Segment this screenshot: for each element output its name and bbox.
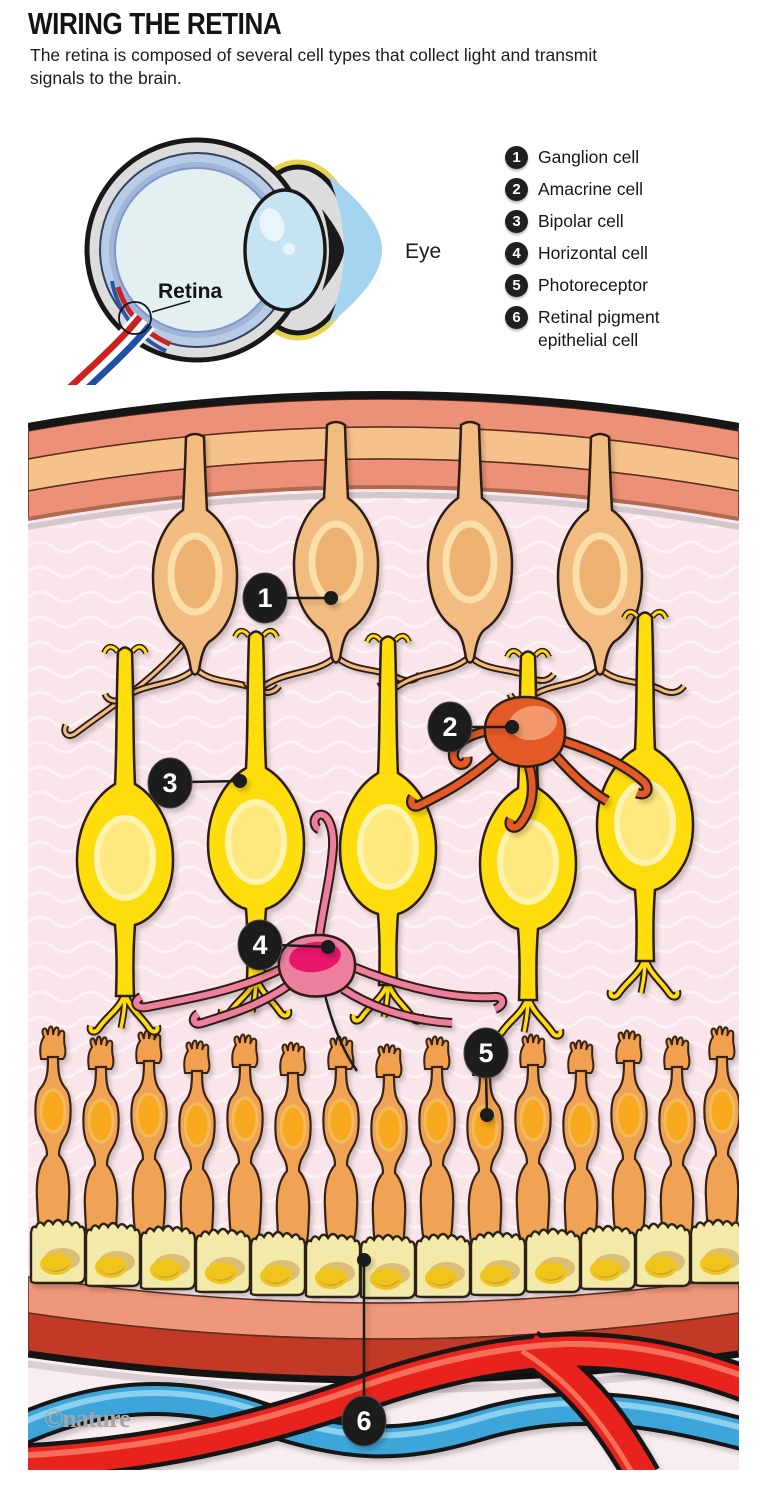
- epithelial-cell: [524, 1227, 582, 1294]
- lens-highlight: [259, 208, 285, 242]
- epithelial-cell: [634, 1221, 692, 1288]
- retina-zoom-circle: [118, 301, 152, 335]
- legend-label-6: Retinal pigment epithelial cell: [538, 307, 660, 350]
- legend-badge-3: 3: [505, 210, 528, 233]
- legend-label-1: Ganglion cell: [538, 147, 640, 167]
- legend-label-2: Amacrine cell: [538, 179, 644, 199]
- legend-badge-1: 1: [505, 146, 528, 169]
- cornea-fluid: [328, 175, 382, 325]
- svg-text:5: 5: [478, 1038, 493, 1068]
- legend-item-ganglion: 1 Ganglion cell: [505, 146, 735, 169]
- photoreceptor-layer: [35, 1026, 739, 1263]
- optic-artery: [67, 314, 143, 390]
- callout-6: 6: [341, 1253, 387, 1447]
- epithelial-cell: [359, 1233, 417, 1300]
- ganglion-long-axon-fill: [63, 640, 187, 738]
- legend-item-horizontal: 4 Horizontal cell: [505, 242, 735, 265]
- epithelial-cell: [84, 1221, 142, 1288]
- callout-3: 3: [147, 757, 247, 809]
- ganglion-cell-layer: [61, 422, 684, 739]
- legend-badge-4: 4: [505, 242, 528, 265]
- pupil-crescent: [322, 209, 344, 291]
- retina-layers-illustration: ©nature 1 2 3: [5, 385, 761, 1487]
- blood-vessels: [5, 1330, 761, 1487]
- retina-cross-section: ©nature 1 2 3: [5, 385, 761, 1487]
- legend-item-photoreceptor: 5 Photoreceptor: [505, 274, 735, 297]
- epithelial-cell: [689, 1218, 747, 1285]
- artery-branch-highlight: [520, 1348, 640, 1483]
- epithelial-cell: [29, 1218, 87, 1285]
- epithelial-cell: [194, 1227, 252, 1294]
- epithelial-cell: [469, 1230, 527, 1297]
- svg-text:6: 6: [356, 1406, 371, 1436]
- callout-2: 2: [427, 701, 519, 753]
- epithelial-cell: [579, 1224, 637, 1291]
- legend-label-4: Horizontal cell: [538, 243, 648, 263]
- artery-branch: [520, 1334, 656, 1485]
- epithelial-cell: [139, 1224, 197, 1291]
- legend-item-bipolar: 3 Bipolar cell: [505, 210, 735, 233]
- eye-label: Eye: [405, 240, 441, 263]
- legend-badge-2: 2: [505, 178, 528, 201]
- epithelial-cell: [304, 1232, 362, 1299]
- epithelial-cell: [414, 1232, 472, 1299]
- artery-highlight: [12, 1340, 756, 1459]
- nature-watermark: ©nature: [44, 1404, 130, 1433]
- artery: [12, 1336, 760, 1478]
- retina-label: Retina: [158, 280, 223, 303]
- legend-label-3: Bipolar cell: [538, 211, 624, 231]
- eye-diagram: Retina Eye: [60, 113, 470, 400]
- legend-badge-5: 5: [505, 274, 528, 297]
- page-subtitle: The retina is composed of several cell t…: [30, 45, 598, 89]
- page-title: WIRING THE RETINA: [28, 6, 282, 41]
- svg-text:4: 4: [252, 930, 267, 960]
- svg-text:1: 1: [257, 583, 272, 613]
- horizontal-cell: [131, 809, 508, 1072]
- callout-1: 1: [242, 572, 338, 624]
- legend-badge-6: 6: [505, 306, 528, 329]
- legend-item-epithelial: 6 Retinal pigment epithelial cell: [505, 306, 735, 352]
- epithelial-cell: [249, 1230, 307, 1297]
- svg-text:3: 3: [162, 768, 177, 798]
- retina-pointer-line: [151, 300, 191, 313]
- eye-cross-section-illustration: Retina Eye: [65, 137, 441, 400]
- callout-5: 5: [463, 1027, 509, 1122]
- svg-text:2: 2: [442, 712, 457, 742]
- legend-label-5: Photoreceptor: [538, 275, 648, 295]
- callouts: 1 2 3 4: [147, 572, 519, 1447]
- legend-item-amacrine: 2 Amacrine cell: [505, 178, 735, 201]
- lens-highlight-small: [283, 243, 295, 255]
- legend: 1 Ganglion cell 2 Amacrine cell 3 Bipola…: [505, 146, 735, 361]
- callout-4: 4: [237, 919, 335, 971]
